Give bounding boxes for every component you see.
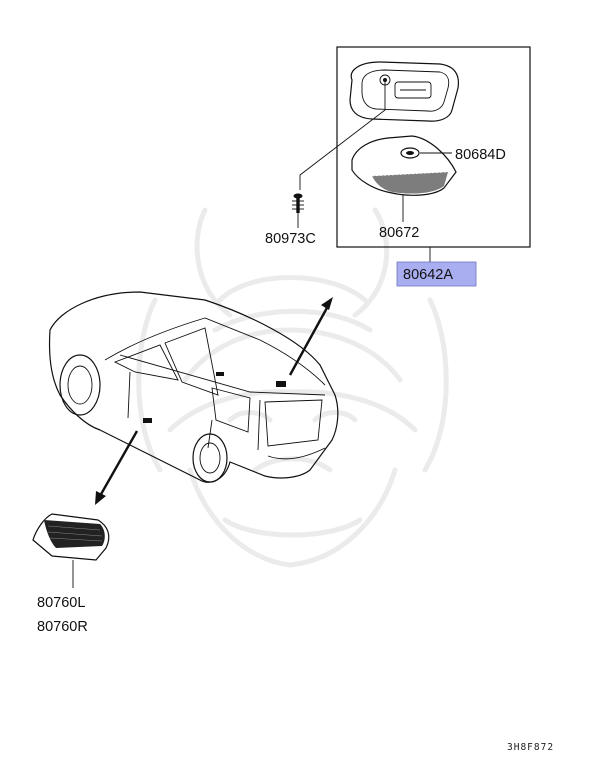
vehicle-station-wagon (48, 291, 339, 483)
lamp-lens (351, 135, 457, 196)
arrow-to-overhead-lamp (288, 297, 333, 376)
callout-screw: 80973C (265, 231, 316, 247)
screw-icon (292, 193, 304, 228)
diagram-code: 3H8F872 (507, 742, 554, 753)
callout-assembly: 80642A (403, 267, 453, 283)
lamp-housing (349, 61, 460, 122)
assembly-highlight (396, 261, 477, 287)
callout-cargo-lamp-left: 80760L (37, 595, 85, 611)
watermark-emblem (136, 207, 449, 568)
cargo-lamp (32, 513, 110, 561)
callout-cargo-lamp-right: 80760R (37, 619, 88, 635)
callout-switch: 80684D (455, 147, 506, 163)
arrow-to-cargo-lamp (95, 430, 139, 505)
bulb-icon (400, 147, 420, 159)
screw-leader (299, 80, 386, 190)
callout-lens: 80672 (379, 225, 419, 241)
